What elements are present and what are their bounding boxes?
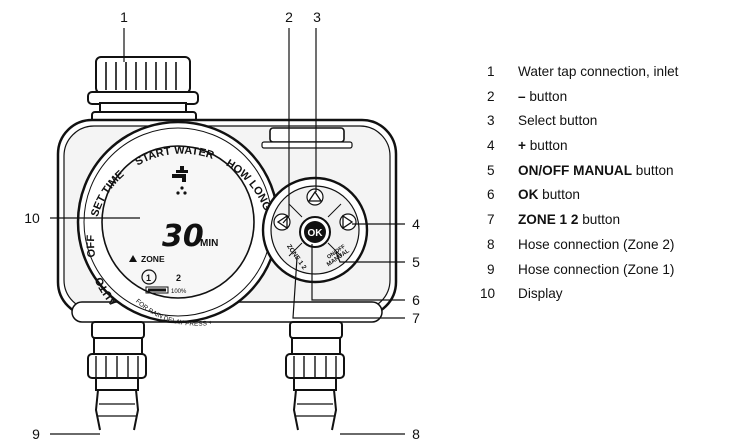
ring-off: OFF [85, 234, 98, 258]
lcd-display: 30 MIN ZONE 1 2 100% [129, 166, 218, 295]
legend-item-2: 2– button [487, 88, 568, 104]
callout-6: 6 [412, 292, 420, 308]
ok-button[interactable]: OK [299, 216, 331, 248]
callout-3: 3 [313, 9, 321, 25]
leader-lines [50, 28, 405, 435]
leader-2 [282, 28, 290, 224]
legend-item-4: 4+ button [487, 138, 568, 154]
callout-4: 4 [412, 216, 420, 232]
callout-2: 2 [285, 9, 293, 25]
outlet-zone1 [87, 321, 147, 431]
callout-9: 9 [32, 426, 40, 441]
callout-7: 7 [412, 310, 420, 326]
leader-5 [335, 251, 405, 263]
callout-1: 1 [120, 9, 128, 25]
battery-icon [145, 286, 169, 294]
battery-level: 100% [171, 289, 187, 295]
ok-label: OK [308, 228, 324, 239]
triangle-up-icon [307, 190, 323, 202]
zone-arrow-icon [129, 255, 137, 262]
zone-label: ZONE [141, 254, 165, 264]
callout-5: 5 [412, 254, 420, 270]
leader-7 [292, 257, 405, 319]
triangle-right-icon [342, 214, 354, 230]
zone1-ring-icon [141, 269, 157, 285]
callout-numbers: 1 2 3 4 5 6 7 8 9 10 [24, 9, 420, 441]
water-tap-icon [172, 166, 188, 195]
inlet-coupling [87, 56, 199, 123]
leader-6 [311, 244, 405, 301]
zone1-number: 1 [146, 273, 151, 283]
dial: AUTOOFFSET TIMESTART WATERHOW LONGHOW OF… [0, 0, 280, 328]
outlet-zone2 [285, 321, 345, 431]
callout-8: 8 [412, 426, 420, 441]
select-button[interactable] [306, 188, 324, 206]
zone2-number: 2 [176, 273, 181, 283]
water-timer-diagram: AUTOOFFSET TIMESTART WATERHOW LONGHOW OF… [0, 0, 420, 441]
timer-minutes: 30 [162, 219, 204, 254]
timer-unit: MIN [200, 238, 218, 249]
plus-button[interactable] [339, 213, 357, 231]
minus-button[interactable] [273, 213, 291, 231]
control-pad: OK ZONE 1 2 ON/OFF MANUAL [261, 176, 369, 284]
triangle-left-icon [276, 214, 288, 230]
callout-10: 10 [24, 210, 40, 226]
